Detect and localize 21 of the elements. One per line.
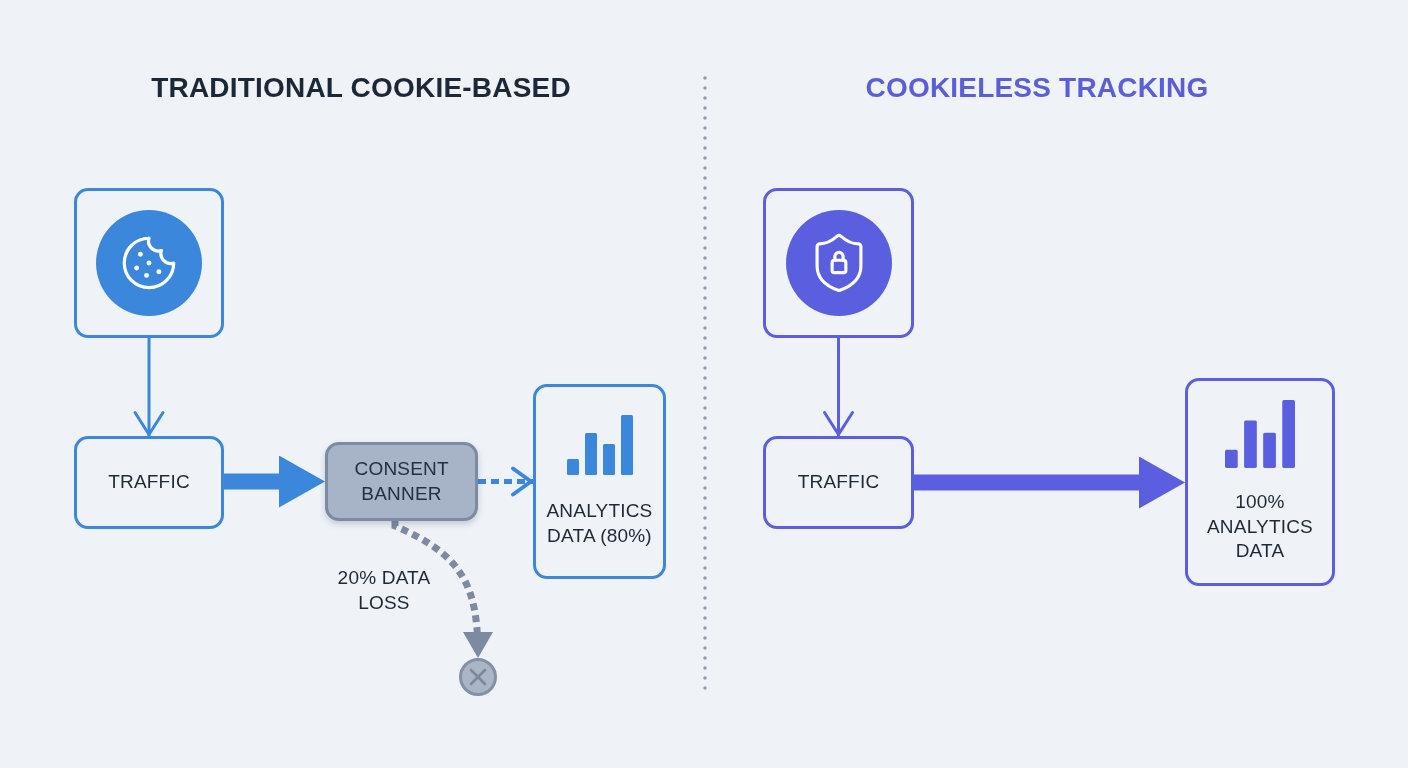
- section-heading: TRADITIONAL COOKIE-BASED: [151, 72, 571, 104]
- curved-arrow: [391, 521, 493, 659]
- icon-box: [74, 188, 224, 338]
- process-box: [763, 436, 914, 529]
- arrow: [478, 466, 533, 497]
- arrow: [914, 456, 1185, 509]
- end-circle: [459, 658, 497, 696]
- node-label: TRAFFIC: [797, 470, 880, 495]
- process-box: [74, 436, 224, 529]
- icon-box: [763, 188, 914, 338]
- process-box: [325, 442, 478, 521]
- node-label: TRAFFIC: [108, 470, 190, 495]
- arrow: [224, 455, 325, 508]
- node-label: CONSENT BANNER: [354, 456, 449, 506]
- node-label: 100% ANALYTICS DATA: [1207, 489, 1313, 564]
- result-box: [1185, 378, 1335, 586]
- section-heading: COOKIELESS TRACKING: [865, 72, 1209, 104]
- node-label: ANALYTICS DATA (80%): [546, 498, 653, 548]
- arrow: [133, 338, 165, 436]
- arrow: [823, 338, 854, 436]
- result-box: [533, 384, 666, 579]
